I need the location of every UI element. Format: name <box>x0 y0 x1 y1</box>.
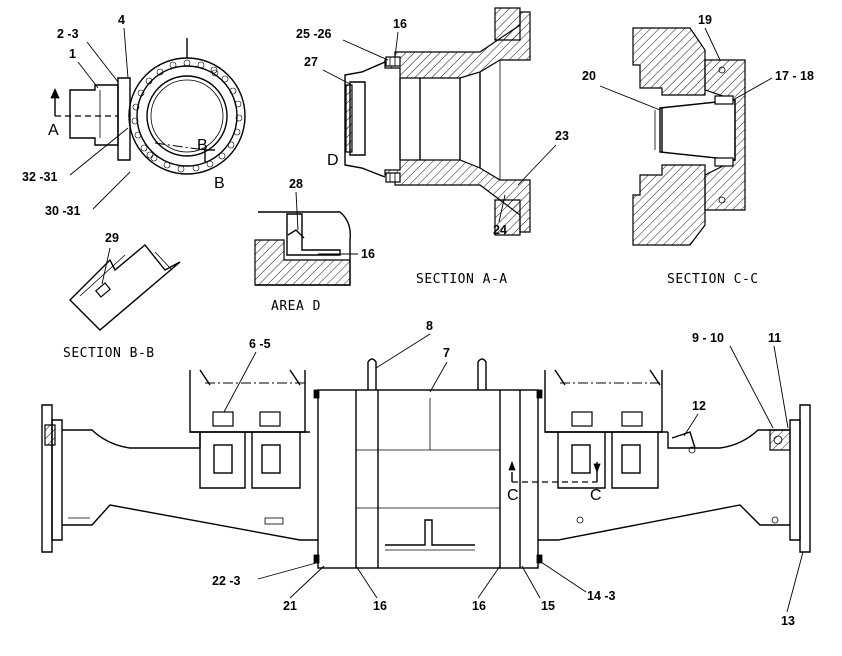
callout-22-3: 22 -3 <box>212 574 241 588</box>
callout-19: 19 <box>698 13 712 27</box>
callout-16-bottom-right: 16 <box>472 599 486 613</box>
caption-section-bb: SECTION B-B <box>63 346 155 361</box>
axle-assembly <box>41 358 811 569</box>
section-bb-drawing <box>69 244 181 331</box>
callout-1: 1 <box>69 47 76 61</box>
hub-end-view <box>50 38 246 175</box>
callout-16-top: 16 <box>393 17 407 31</box>
callout-16-area-d: 16 <box>361 247 375 261</box>
callout-12: 12 <box>692 399 706 413</box>
callout-24: 24 <box>493 223 507 237</box>
caption-area-d: AREA D <box>271 299 321 314</box>
callout-7: 7 <box>443 346 450 360</box>
callout-2-3: 2 -3 <box>57 27 79 41</box>
caption-section-aa: SECTION A-A <box>416 272 508 287</box>
view-letter-c-right: C <box>590 487 602 504</box>
view-letter-b-upper: B <box>197 137 208 154</box>
caption-section-cc: SECTION C-C <box>667 272 759 287</box>
flange-bolt-ring <box>131 59 243 173</box>
callout-23: 23 <box>555 129 569 143</box>
callout-27: 27 <box>304 55 318 69</box>
callout-14-3: 14 -3 <box>587 589 616 603</box>
callout-4: 4 <box>118 13 125 27</box>
callout-20: 20 <box>582 69 596 83</box>
callout-11: 11 <box>768 331 781 345</box>
section-aa-drawing <box>344 7 531 236</box>
view-letter-a: A <box>48 122 59 139</box>
section-cc-drawing <box>632 27 746 246</box>
area-d-drawing <box>254 211 351 286</box>
callout-16-bottom-left: 16 <box>373 599 387 613</box>
view-letter-d: D <box>327 152 339 169</box>
callout-8: 8 <box>426 319 433 333</box>
callout-21: 21 <box>283 599 297 613</box>
callout-6-5: 6 -5 <box>249 337 271 351</box>
view-letter-b-lower: B <box>214 175 225 192</box>
callout-13: 13 <box>781 614 795 628</box>
callout-15: 15 <box>541 599 555 613</box>
callout-9-10: 9 - 10 <box>692 331 724 345</box>
callout-17-18: 17 - 18 <box>775 69 814 83</box>
view-letter-c-left: C <box>507 487 519 504</box>
callout-32-31: 32 -31 <box>22 170 57 184</box>
callout-29: 29 <box>105 231 119 245</box>
callout-25-26: 25 -26 <box>296 27 331 41</box>
callout-28: 28 <box>289 177 303 191</box>
callout-30-31: 30 -31 <box>45 204 80 218</box>
